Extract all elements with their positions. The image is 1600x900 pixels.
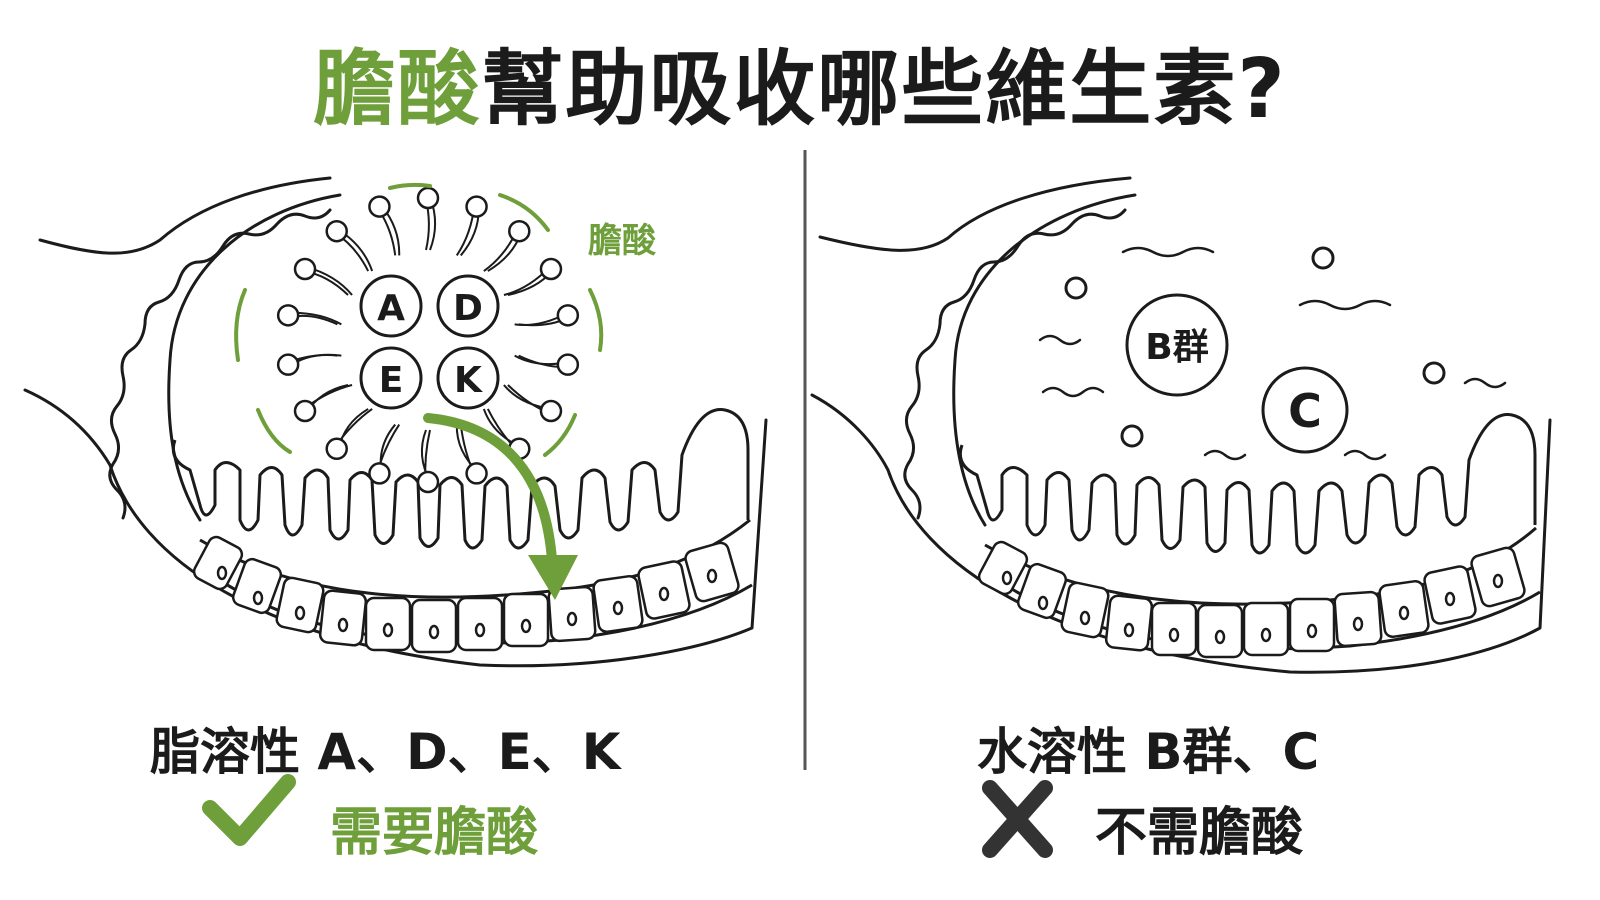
lipid-head [465, 462, 488, 485]
bile-acid-micelle [234, 182, 604, 494]
lipid-head [465, 195, 488, 218]
left-epithelial-cells [192, 535, 740, 654]
vitamin-d-circle: D [436, 274, 500, 338]
vitamin-c-circle: C [1261, 366, 1349, 454]
lipid-head [556, 304, 580, 327]
right-villi [958, 413, 1537, 555]
lipid-head [325, 219, 348, 243]
check-icon [202, 774, 296, 846]
lipid-head [416, 470, 440, 494]
lipid-head [556, 353, 580, 376]
title-rest: 幫助吸收哪些維生素? [481, 42, 1287, 137]
lipid-head [276, 353, 300, 376]
svg-text:E: E [379, 360, 404, 401]
lipid-head [325, 437, 348, 461]
absorption-arrow [423, 413, 578, 600]
lipid-head [368, 195, 391, 218]
vitamin-k-circle: K [436, 346, 500, 410]
lipid-head [293, 257, 317, 281]
lipid-head [508, 219, 531, 243]
right-caption: 水溶性 B群、C [977, 723, 1320, 781]
lipid-head [539, 399, 563, 423]
lipid-head [276, 304, 300, 327]
lipid-head [416, 186, 440, 210]
water-bubbles [1064, 246, 1446, 448]
right-epithelial-cells [977, 540, 1526, 659]
micelle-label: 膽酸 [588, 221, 657, 261]
title-highlight: 膽酸 [313, 42, 482, 137]
left-cell-nuclei [216, 565, 718, 640]
vitamin-a-circle: A [359, 274, 423, 338]
svg-text:C: C [1288, 384, 1322, 438]
svg-text:A: A [377, 288, 405, 329]
left-crypt-wave [108, 208, 332, 520]
lipid-head [539, 257, 563, 281]
svg-text:B群: B群 [1145, 327, 1208, 368]
left-caption: 脂溶性 A、D、E、K [150, 723, 621, 781]
svg-text:K: K [454, 360, 483, 401]
right-result-text: 不需膽酸 [1095, 803, 1304, 863]
right-cell-nuclei [1001, 570, 1504, 645]
lipid-head [293, 399, 317, 423]
water-soluble-vitamins: B群 C [1125, 293, 1349, 454]
left-villi [171, 408, 750, 550]
right-crypt-wave [903, 208, 1127, 520]
cross-icon [982, 780, 1053, 858]
water-squiggles [1038, 246, 1507, 461]
page-title: 膽酸幫助吸收哪些維生素? [0, 22, 1600, 141]
vitamin-b-group-circle: B群 [1125, 293, 1229, 397]
lipid-head [368, 462, 391, 485]
fat-soluble-vitamins: A D E K [359, 274, 500, 410]
vitamin-e-circle: E [359, 346, 423, 410]
svg-text:D: D [453, 288, 483, 329]
left-result-text: 需要膽酸 [330, 803, 539, 863]
micelle-green-arcs [234, 182, 604, 457]
